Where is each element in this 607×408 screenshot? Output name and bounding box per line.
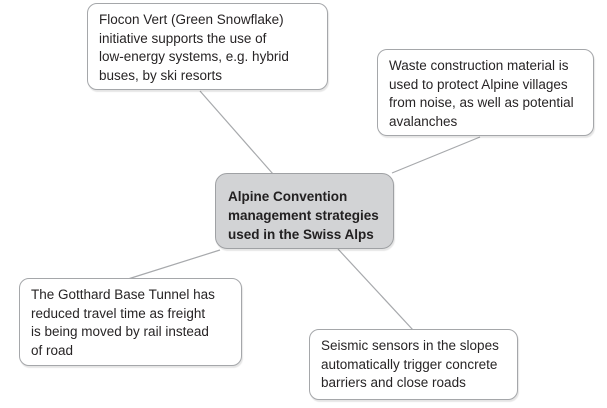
connector-top-left — [199, 90, 274, 175]
branch-node-gotthard-tunnel: The Gotthard Base Tunnel has reduced tra… — [19, 278, 242, 366]
branch-node-flocon-vert: Flocon Vert (Green Snowflake) initiative… — [87, 3, 328, 90]
connector-bottom-right — [337, 248, 414, 331]
center-node-alpine-convention: Alpine Convention management strategies … — [215, 173, 394, 249]
branch-node-waste-material: Waste construction material is used to p… — [377, 49, 594, 136]
connector-top-right — [391, 136, 481, 174]
connector-bottom-left — [127, 249, 221, 280]
branch-node-seismic-sensors: Seismic sensors in the slopes automatica… — [309, 329, 518, 400]
